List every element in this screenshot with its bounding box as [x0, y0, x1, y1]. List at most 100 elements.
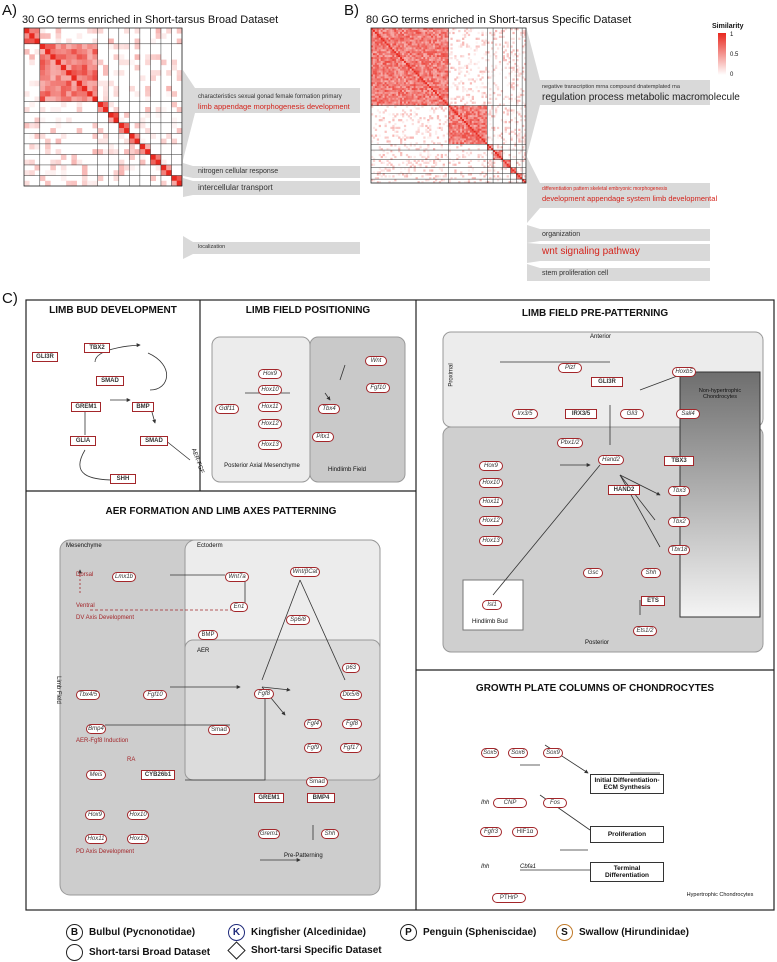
heatmap-cell: [487, 41, 490, 44]
heatmap-cell: [394, 78, 397, 81]
heatmap-cell: [458, 126, 461, 130]
heatmap-cell: [450, 121, 453, 124]
heatmap-cell: [384, 55, 387, 58]
heatmap-cell: [388, 101, 391, 104]
node-dlx56: Dlx5/6: [340, 690, 362, 700]
heatmap-cell: [452, 105, 455, 108]
heatmap-cell: [87, 43, 93, 50]
heatmap-cell: [512, 111, 515, 114]
heatmap-cell: [479, 179, 482, 182]
heatmap-cell: [431, 64, 434, 68]
heatmap-cell: [378, 97, 381, 100]
heatmap-cell: [396, 35, 399, 38]
heatmap-cell: [516, 171, 519, 174]
heatmap-cell: [471, 119, 474, 122]
heatmap-cell: [386, 29, 389, 33]
heatmap-cell: [502, 142, 505, 145]
heatmap-cell: [134, 149, 141, 155]
heatmap-cell: [372, 35, 376, 38]
heatmap-cell: [512, 88, 515, 91]
heatmap-cell: [371, 82, 374, 85]
heatmap-cell: [460, 45, 463, 48]
heatmap-cell: [24, 170, 30, 176]
heatmap-cell: [442, 82, 445, 85]
heatmap-cell: [425, 59, 428, 62]
heatmap-cell: [384, 82, 387, 85]
heatmap-cell: [465, 105, 469, 108]
heatmap-cell: [514, 74, 517, 77]
heatmap-cell: [425, 39, 428, 42]
heatmap-cell: [376, 35, 380, 38]
heatmap-cell: [456, 138, 459, 141]
node-gdf11: Gdf11: [215, 404, 239, 414]
heatmap-cell: [390, 86, 393, 89]
heatmap-cell: [485, 70, 488, 73]
heatmap-cell: [392, 45, 395, 48]
heatmap-cell: [448, 103, 451, 106]
heatmap-cell: [372, 33, 376, 37]
heatmap-cell: [374, 177, 378, 180]
heatmap-cell: [118, 122, 125, 129]
heatmap-cell: [371, 74, 374, 77]
heatmap-cell: [493, 161, 496, 164]
heatmap-cell: [456, 124, 459, 128]
heatmap-cell: [436, 93, 440, 97]
heatmap-cell: [390, 76, 393, 79]
heatmap-cell: [448, 107, 451, 110]
heatmap-cell: [396, 95, 399, 99]
heatmap-cell: [442, 66, 445, 69]
heatmap-cell: [405, 93, 409, 97]
heatmap-cell: [81, 175, 88, 182]
heatmap-cell: [380, 155, 383, 159]
heatmap-cell: [485, 37, 488, 40]
heatmap-cell: [433, 101, 436, 104]
heatmap-cell: [512, 49, 515, 52]
heatmap-cell: [483, 105, 486, 108]
heatmap-cell: [415, 86, 418, 89]
heatmap-cell: [493, 33, 496, 37]
heatmap-cell: [483, 132, 486, 135]
heatmap-cell: [429, 91, 432, 95]
heatmap-cell: [473, 62, 476, 66]
heatmap-cell: [392, 165, 395, 168]
heatmap-cell: [493, 169, 496, 172]
heatmap-cell: [402, 45, 405, 48]
heatmap-cell: [376, 86, 380, 89]
heatmap-cell: [409, 80, 412, 83]
heatmap-cell: [388, 97, 391, 100]
heatmap-cell: [516, 55, 519, 58]
heatmap-cell: [45, 75, 51, 81]
heatmap-cell: [392, 95, 395, 99]
heatmap-cell: [460, 43, 463, 46]
heatmap-cell: [442, 179, 445, 182]
heatmap-cell: [417, 128, 420, 131]
heatmap-cell: [388, 78, 391, 81]
node-hox9: Hox9: [258, 369, 282, 379]
heatmap-cell: [427, 37, 430, 40]
heatmap-cell: [388, 62, 391, 66]
heatmap-cell: [475, 49, 478, 52]
heatmap-cell: [510, 97, 513, 100]
heatmap-cell: [171, 138, 178, 145]
heatmap-cell: [124, 112, 130, 118]
heatmap-cell: [390, 59, 393, 62]
heatmap-cell: [411, 66, 414, 69]
heatmap-cell: [371, 86, 374, 89]
heatmap-cell: [436, 142, 440, 145]
heatmap-cell: [378, 49, 381, 52]
heatmap-cell: [76, 75, 83, 81]
heatmap-cell: [464, 181, 467, 184]
heatmap-cell: [423, 155, 426, 159]
heatmap-cell: [134, 64, 141, 71]
heatmap-cell: [433, 80, 436, 83]
heatmap-cell: [469, 130, 473, 133]
heatmap-cell: [516, 59, 519, 62]
node-en1: En1: [230, 602, 248, 612]
heatmap-cell: [504, 126, 507, 130]
heatmap-cell: [45, 85, 51, 92]
heatmap-cell: [392, 167, 395, 170]
heatmap-cell: [415, 99, 418, 102]
heatmap-cell: [450, 57, 453, 60]
heatmap-cell: [498, 31, 502, 35]
heatmap-cell: [423, 35, 426, 38]
